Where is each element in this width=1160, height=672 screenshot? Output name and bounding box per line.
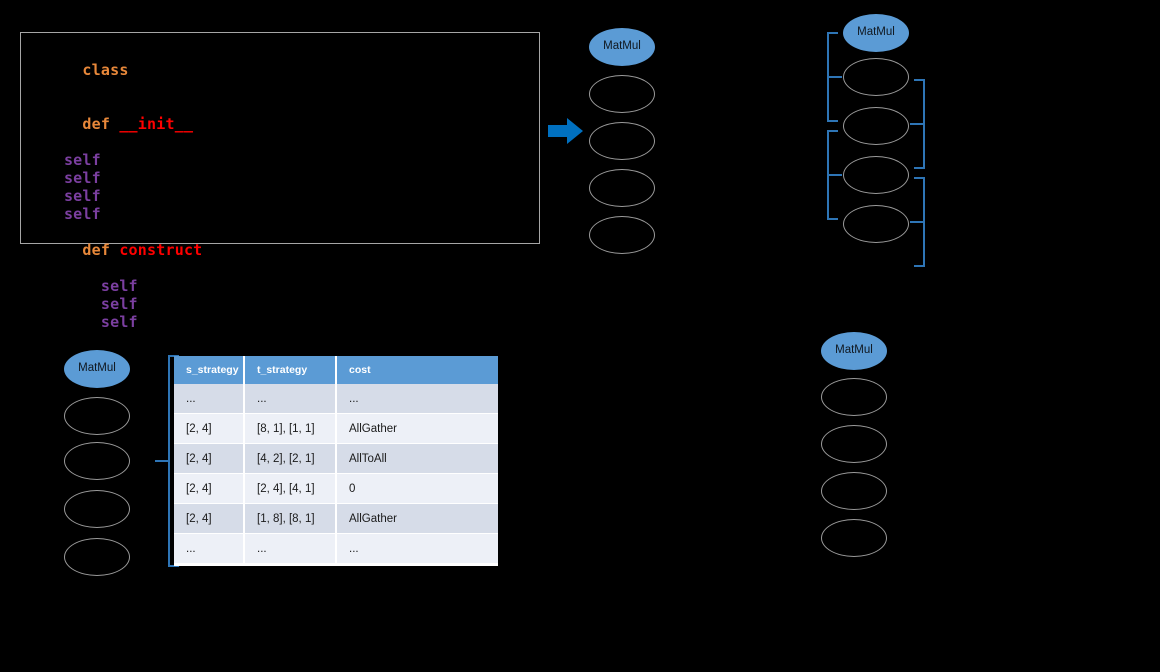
cell-t-strategy: [2, 4], [4, 1] [244, 473, 337, 504]
column-header-s-strategy[interactable]: s_strategy [174, 356, 245, 384]
cell-cost: AllGather [336, 503, 498, 534]
cell-t-strategy: ... [244, 533, 337, 564]
table-row: [2, 4] [4, 2], [2, 1] AllToAll [174, 443, 498, 474]
column-header-cost[interactable]: cost [336, 356, 498, 384]
strategy-node[interactable] [843, 205, 909, 243]
graph-bottom-right: MatMul [821, 332, 901, 562]
cell-t-strategy: [1, 8], [8, 1] [244, 503, 337, 534]
code-line-3: self [27, 151, 539, 169]
matmul-node-label: MatMul [78, 362, 116, 375]
cell-s-strategy: [2, 4] [174, 473, 245, 504]
code-token-self: self [63, 169, 101, 187]
cell-t-strategy: [4, 2], [2, 1] [244, 443, 337, 474]
code-line-1: class [27, 43, 539, 97]
strategy-node[interactable] [821, 378, 887, 416]
strategy-node[interactable] [843, 58, 909, 96]
group-bracket-right-upper [910, 79, 925, 169]
code-line-7: def construct [27, 223, 539, 277]
table-row: [2, 4] [1, 8], [8, 1] AllGather [174, 503, 498, 534]
code-token-self: self [63, 151, 101, 169]
strategy-node[interactable] [589, 122, 655, 160]
flow-arrow-right-icon [548, 116, 584, 146]
code-token-function: construct [119, 241, 203, 259]
code-line-8: self [27, 277, 539, 295]
code-line-5: self [27, 187, 539, 205]
table-row: ... ... ... [174, 533, 498, 564]
strategy-node[interactable] [589, 169, 655, 207]
code-token-function: __init__ [119, 115, 194, 133]
matmul-node-head[interactable]: MatMul [821, 332, 887, 370]
cell-s-strategy: ... [174, 384, 245, 414]
cell-t-strategy: [8, 1], [1, 1] [244, 413, 337, 444]
strategy-node[interactable] [589, 75, 655, 113]
strategy-node[interactable] [821, 425, 887, 463]
code-line-4: self [27, 169, 539, 187]
code-token-keyword: class [82, 61, 129, 79]
strategy-node[interactable] [64, 490, 130, 528]
group-bracket-right-lower [910, 177, 925, 267]
code-token-self: self [63, 187, 101, 205]
strategy-node[interactable] [64, 397, 130, 435]
code-token-self: self [100, 313, 138, 331]
code-line-6: self [27, 205, 539, 223]
strategy-node[interactable] [64, 538, 130, 576]
matmul-node-head[interactable]: MatMul [64, 350, 130, 388]
matmul-node-label: MatMul [835, 344, 873, 357]
code-token-self: self [100, 277, 138, 295]
strategy-node[interactable] [821, 519, 887, 557]
cell-cost: ... [336, 384, 498, 414]
group-bracket-left-lower [827, 130, 842, 220]
table-row: [2, 4] [8, 1], [1, 1] AllGather [174, 413, 498, 444]
code-token-self: self [63, 205, 101, 223]
code-line-9: self [27, 295, 539, 313]
cell-s-strategy: [2, 4] [174, 413, 245, 444]
table-row: ... ... ... [174, 384, 498, 414]
table-header-row: s_strategy t_strategy cost [174, 356, 498, 384]
strategy-node[interactable] [821, 472, 887, 510]
graph-bottom-left: MatMul [64, 350, 144, 580]
matmul-node-head[interactable]: MatMul [589, 28, 655, 66]
strategy-node[interactable] [589, 216, 655, 254]
matmul-node-label: MatMul [857, 26, 895, 39]
code-line-2: def __init__ [27, 97, 539, 151]
strategy-node[interactable] [843, 156, 909, 194]
code-token-keyword: def [82, 115, 120, 133]
cell-s-strategy: ... [174, 533, 245, 564]
strategy-node[interactable] [64, 442, 130, 480]
matmul-node-label: MatMul [603, 40, 641, 53]
strategy-node[interactable] [843, 107, 909, 145]
code-token-keyword: def [82, 241, 120, 259]
table-row: [2, 4] [2, 4], [4, 1] 0 [174, 473, 498, 504]
cell-s-strategy: [2, 4] [174, 443, 245, 474]
code-token-self: self [100, 295, 138, 313]
cell-cost: AllToAll [336, 443, 498, 474]
cell-t-strategy: ... [244, 384, 337, 414]
cell-cost: ... [336, 533, 498, 564]
column-header-t-strategy[interactable]: t_strategy [244, 356, 337, 384]
graph-top-left: MatMul [589, 28, 669, 258]
group-bracket-left-upper [827, 32, 842, 122]
graph-top-right: MatMul [827, 14, 963, 274]
cell-s-strategy: [2, 4] [174, 503, 245, 534]
strategy-cost-table: s_strategy t_strategy cost ... ... ... [… [174, 356, 498, 566]
code-line-10: self [27, 313, 539, 331]
cell-cost: 0 [336, 473, 498, 504]
matmul-node-head[interactable]: MatMul [843, 14, 909, 52]
python-source-panel: class def __init__ self self self self d… [20, 32, 540, 331]
cell-cost: AllGather [336, 413, 498, 444]
